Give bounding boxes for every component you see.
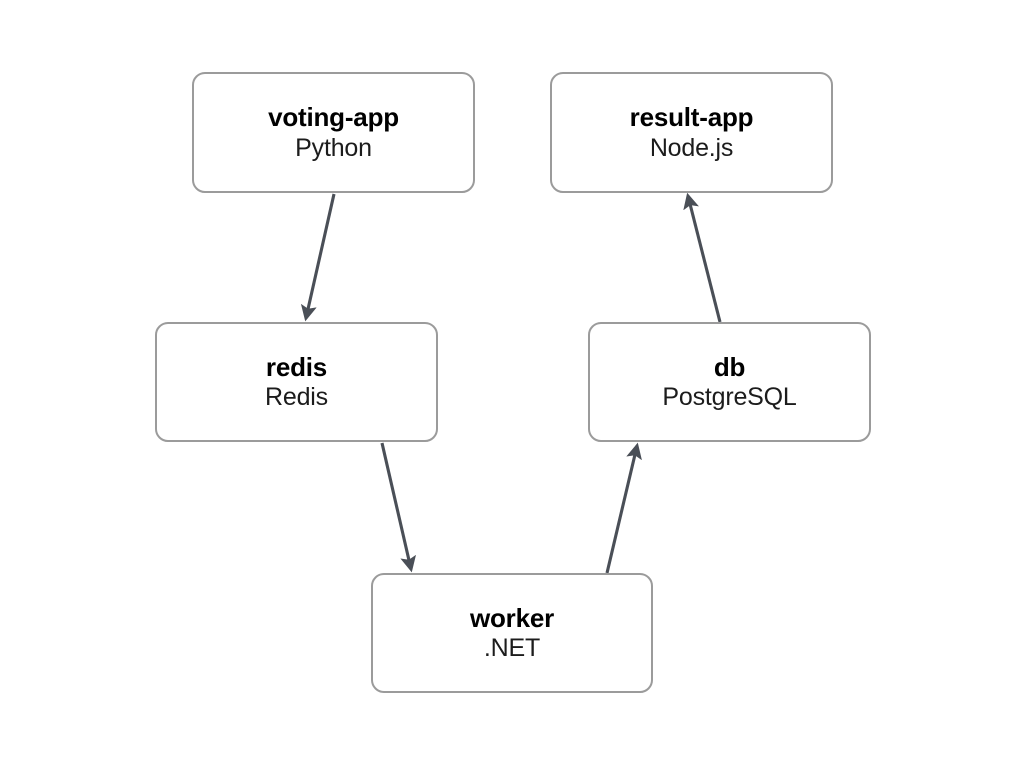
node-worker-tech: .NET [483,634,541,663]
node-redis[interactable]: redis Redis [155,322,438,442]
node-db-tech: PostgreSQL [662,383,797,412]
node-worker-name: worker [469,602,555,633]
edge-voting-app-to-redis [300,193,336,322]
node-db[interactable]: db PostgreSQL [588,322,871,442]
edge-redis-to-worker [380,442,417,573]
node-voting-app[interactable]: voting-app Python [192,72,475,193]
node-result-app-name: result-app [629,102,754,133]
node-redis-name: redis [265,351,328,382]
node-db-name: db [713,351,746,382]
edge-db-to-result-app [683,192,722,323]
node-worker[interactable]: worker .NET [371,573,653,693]
node-voting-app-tech: Python [295,133,372,162]
node-voting-app-name: voting-app [268,102,399,133]
node-redis-tech: Redis [265,383,328,412]
node-result-app-tech: Node.js [649,133,734,162]
edge-worker-to-db [605,442,642,574]
node-result-app[interactable]: result-app Node.js [550,72,833,193]
